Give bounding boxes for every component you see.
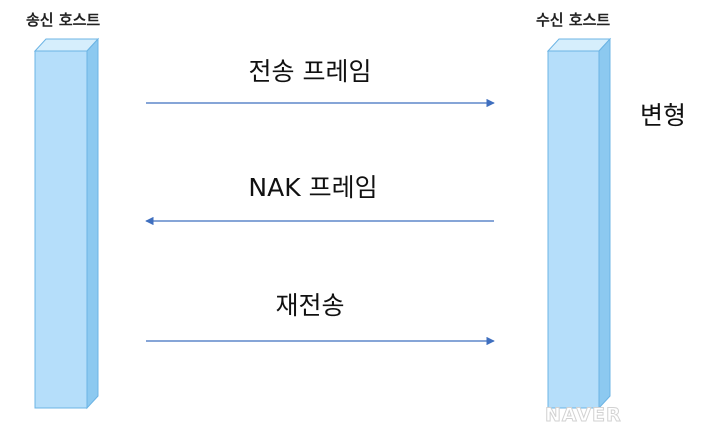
nak-frame-label: NAK 프레임 [248, 173, 378, 202]
naver-watermark: NAVER [545, 404, 622, 427]
transmit-frame-label: 전송 프레임 [248, 57, 372, 86]
sender-host-label: 송신 호스트 [26, 11, 101, 29]
receiver-timeline-bar [546, 37, 612, 410]
side-note-label: 변형 [640, 101, 687, 130]
receiver-host-label: 수신 호스트 [536, 11, 611, 29]
retransmit-label: 재전송 [275, 291, 345, 320]
sender-timeline-bar [33, 37, 100, 410]
